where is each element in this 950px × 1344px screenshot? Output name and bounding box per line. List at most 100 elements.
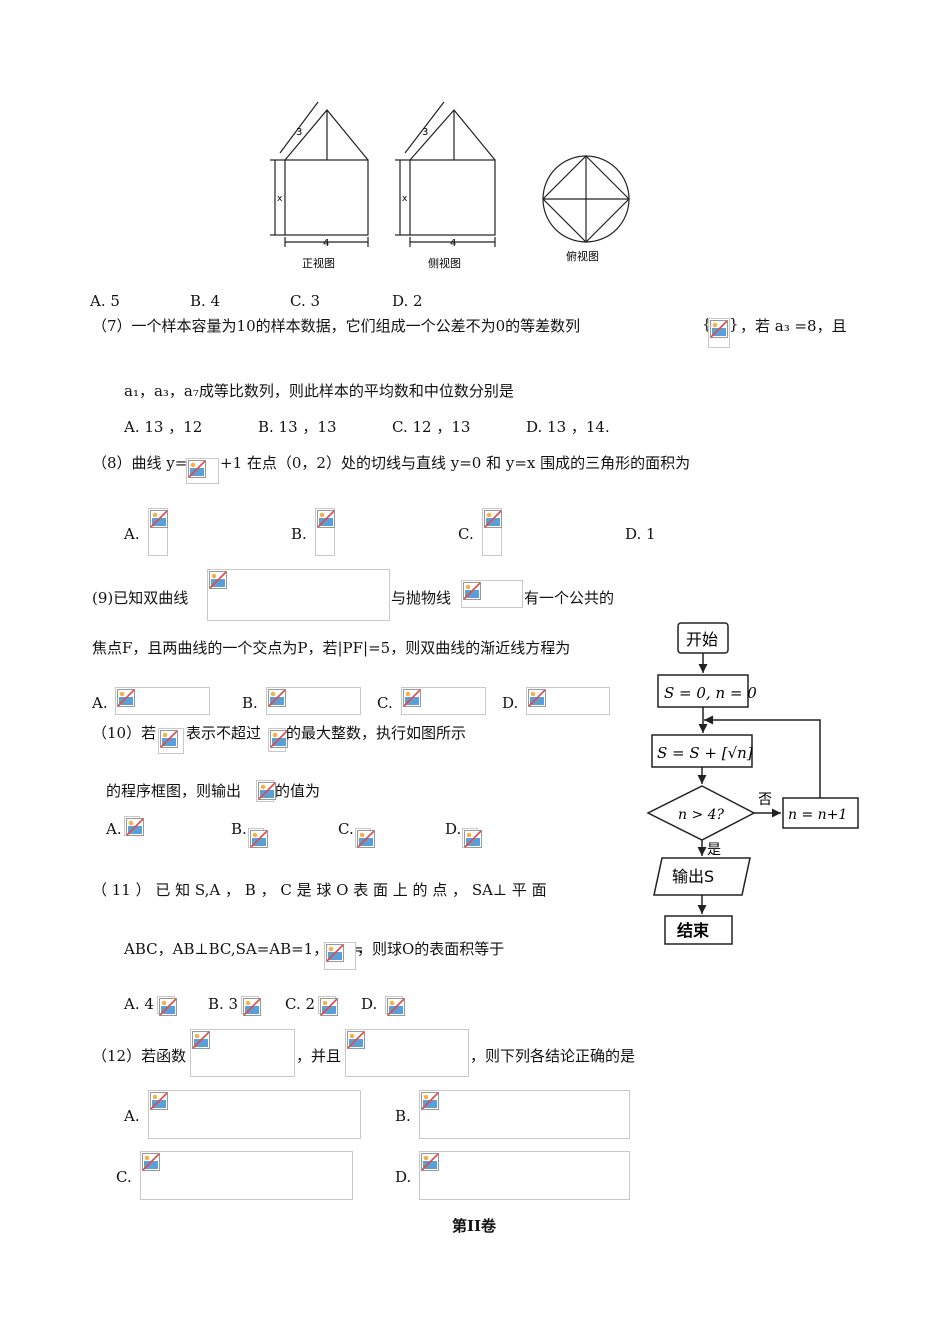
flow-yes-label: 是: [707, 842, 721, 858]
broken-image-icon: [160, 730, 178, 748]
side-slant-label: 3: [422, 127, 428, 138]
q9-pre: (9)已知双曲线: [92, 589, 189, 607]
q9-line2: 焦点F，且两曲线的一个交点为P，若|PF|=5，则双曲线的渐近线方程为: [92, 639, 571, 657]
broken-image-icon: [243, 998, 261, 1016]
q11-option-a-image: [157, 996, 177, 1016]
broken-image-icon: [117, 689, 135, 707]
q8-option-a: A.: [124, 525, 140, 543]
side-width-label: 4: [450, 238, 456, 249]
broken-image-icon: [528, 689, 546, 707]
q8-curve-image: [186, 458, 219, 484]
q8-option-b-image: [315, 508, 335, 556]
flow-init: S = 0, n = 0: [664, 684, 757, 702]
flow-end: 结束: [676, 921, 710, 940]
q7-option-d: D. 13 ，14.: [526, 418, 610, 436]
broken-image-icon: [357, 830, 375, 848]
q12-option-c-image: [140, 1151, 353, 1200]
flow-update: S = S + [√n]: [657, 744, 753, 762]
q10-option-d-image: [462, 828, 482, 848]
q12-option-b: B.: [395, 1107, 411, 1125]
q10-mid: 表示不超过: [186, 724, 262, 742]
broken-image-icon: [347, 1031, 365, 1049]
q10-x2-image: [268, 728, 288, 752]
flow-increment: n = n+1: [788, 807, 847, 823]
q10-option-c-image: [355, 828, 375, 848]
q7-option-c: C. 12 ，13: [392, 418, 471, 436]
q11-option-c-image: [318, 996, 338, 1016]
q12-option-a: A.: [124, 1107, 140, 1125]
q10-option-a-image: [124, 816, 144, 836]
broken-image-icon: [484, 510, 502, 528]
q11-line2-pre: ABC，AB⊥BC,SA=AB=1，BC=: [124, 940, 364, 958]
q9-post: 有一个公共的: [524, 589, 615, 607]
broken-image-icon: [258, 782, 276, 800]
broken-image-icon: [710, 320, 728, 338]
q10-option-d: D.: [445, 820, 462, 838]
end-box: [664, 915, 733, 945]
section-title: 第II卷: [452, 1217, 497, 1235]
q7-sequence-image: [708, 318, 730, 348]
q9-option-d: D.: [502, 694, 519, 712]
broken-image-icon: [270, 730, 288, 748]
side-view-caption: 侧视图: [428, 256, 461, 270]
q10-line2-post: 的值为: [275, 782, 321, 800]
flow-start: 开始: [686, 630, 718, 649]
q9-option-a: A.: [92, 694, 108, 712]
broken-image-icon: [268, 689, 286, 707]
q12-option-d: D.: [395, 1168, 412, 1186]
q9-option-c-image: [401, 687, 486, 715]
q6-option-b: B. 4: [190, 292, 221, 310]
q7-line1: （7）一个样本容量为10的样本数据，它们组成一个公差不为0的等差数列: [92, 317, 581, 335]
flow-condition: n > 4?: [678, 807, 725, 823]
q9-parabola-image: [461, 580, 523, 608]
q12-option-b-image: [419, 1090, 630, 1139]
broken-image-icon: [387, 998, 405, 1016]
q11-option-d: D.: [361, 995, 378, 1013]
output-box: [653, 857, 751, 896]
q8-option-a-image: [148, 508, 168, 556]
q11-option-c: C. 2: [285, 995, 316, 1013]
q12-option-c: C.: [116, 1168, 132, 1186]
q9-mid: 与抛物线: [391, 589, 452, 607]
q10-option-b-image: [248, 828, 268, 848]
broken-image-icon: [421, 1153, 439, 1171]
q8-pre: （8）曲线 y=: [92, 454, 188, 472]
q9-hyperbola-image: [207, 569, 390, 621]
q11-option-b: B. 3: [208, 995, 239, 1013]
broken-image-icon: [421, 1092, 439, 1110]
q6-option-c: C. 3: [290, 292, 321, 310]
q10-option-a: A.: [106, 820, 122, 838]
q12-option-a-image: [148, 1090, 361, 1139]
side-height-label: x: [402, 194, 408, 204]
q8-option-d: D. 1: [625, 525, 656, 543]
q10-option-c: C.: [338, 820, 354, 838]
q11-option-a: A. 4: [124, 995, 154, 1013]
broken-image-icon: [150, 510, 168, 528]
program-flowchart: 开始 S = 0, n = 0 S = S + [√n] n > 4? 否 是 …: [646, 622, 859, 945]
q10-option-b: B.: [231, 820, 247, 838]
q11-option-b-image: [241, 996, 261, 1016]
q7-line2: a₁，a₃，a₇成等比数列，则此样本的平均数和中位数分别是: [124, 382, 514, 400]
q7-brace-close: }: [729, 315, 739, 333]
q7-option-a: A. 13 ，12: [124, 418, 203, 436]
q8-option-b: B.: [291, 525, 307, 543]
flow-no-label: 否: [758, 792, 772, 808]
broken-image-icon: [188, 460, 206, 478]
front-view-caption: 正视图: [302, 256, 335, 270]
broken-image-icon: [463, 582, 481, 600]
q11-option-d-image: [385, 996, 405, 1016]
q9-option-b-image: [266, 687, 361, 715]
q7-option-b: B. 13 ，13: [258, 418, 337, 436]
q10-post: 的最大整数，执行如图所示: [286, 724, 467, 742]
q11-line1: （ 11 ） 已 知 S,A ， B ， C 是 球 O 表 面 上 的 点 ，…: [92, 881, 547, 899]
broken-image-icon: [159, 998, 177, 1016]
three-view-figure: 3 3 x x 4 4 正视图 侧视图 俯视图: [270, 101, 630, 270]
q12-function-image: [190, 1029, 295, 1077]
q12-condition-image: [345, 1029, 469, 1077]
q10-pre: （10）若: [92, 724, 157, 742]
init-box: [657, 674, 749, 708]
front-slant-label: 3: [296, 127, 302, 138]
q9-option-d-image: [526, 687, 610, 715]
q6-option-a: A. 5: [90, 292, 120, 310]
q9-option-b: B.: [242, 694, 258, 712]
